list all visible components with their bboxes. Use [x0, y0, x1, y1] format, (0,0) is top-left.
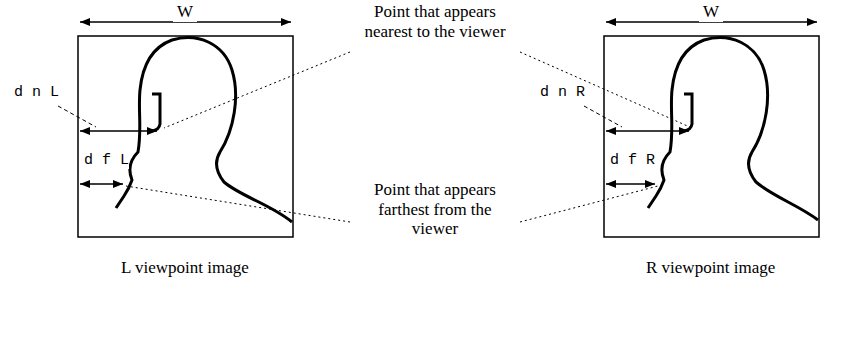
distance-label: d n R	[540, 84, 585, 101]
distance-label: d n L	[14, 84, 59, 101]
distance-label: d f R	[610, 152, 655, 169]
width-label: W	[699, 2, 723, 22]
distance-label: d f L	[84, 152, 129, 169]
callout-text: Point that appears nearest to the viewer	[355, 2, 515, 41]
r-viewpoint-image	[584, 22, 819, 237]
caption: L viewpoint image	[121, 258, 249, 278]
callout-text: Point that appears farthest from the vie…	[355, 180, 515, 239]
l-viewpoint-image	[58, 22, 293, 237]
width-label: W	[173, 2, 197, 22]
caption: R viewpoint image	[646, 258, 775, 278]
